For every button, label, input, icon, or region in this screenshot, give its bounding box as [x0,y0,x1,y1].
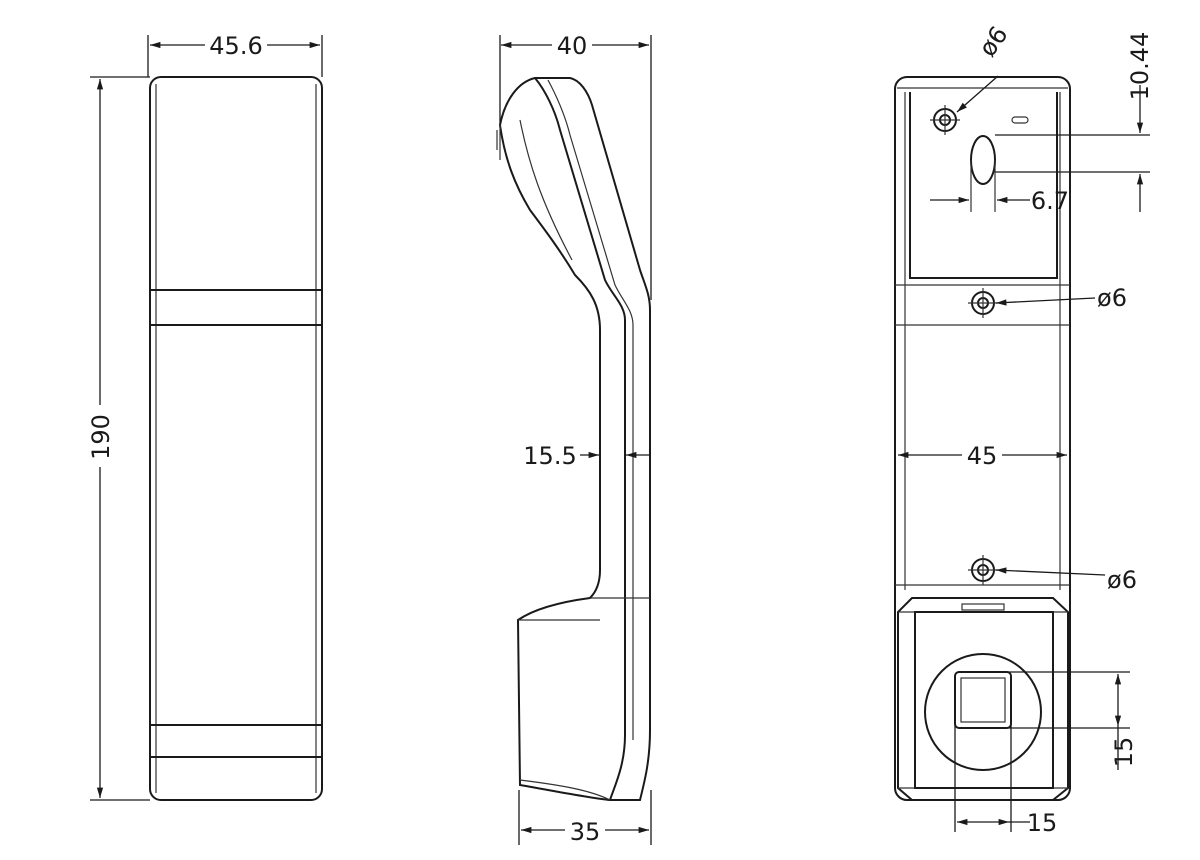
front-width-label: 45.6 [209,32,262,60]
side-thickness-label: 15.5 [523,442,576,470]
mounting-slot [970,135,996,185]
rear-view: ø6 10.44 6.7 ø6 45 ø6 15 15 [894,21,1154,837]
side-view: 40 15.5 35 [496,32,652,846]
rear-width-label: 45 [967,442,998,470]
sensor-height-label: 15 [1110,737,1138,768]
top-hole-label: ø6 [973,21,1013,62]
side-depth-top-label: 40 [557,32,588,60]
front-height-label: 190 [87,414,115,460]
slot-width-label: 6.7 [1031,187,1069,215]
fingerprint-sensor [954,671,1012,729]
fingerprint-ring [924,653,1042,771]
top-hole [930,105,960,135]
middle-hole [968,288,998,318]
lower-hole [968,555,998,585]
side-depth-bottom-label: 35 [570,818,601,846]
middle-hole-label: ø6 [1097,284,1127,312]
sensor-width-label: 15 [1027,809,1058,837]
slot-offset-label: 10.44 [1126,32,1154,101]
front-view: 45.6 190 [87,32,323,801]
lower-hole-label: ø6 [1107,566,1137,594]
